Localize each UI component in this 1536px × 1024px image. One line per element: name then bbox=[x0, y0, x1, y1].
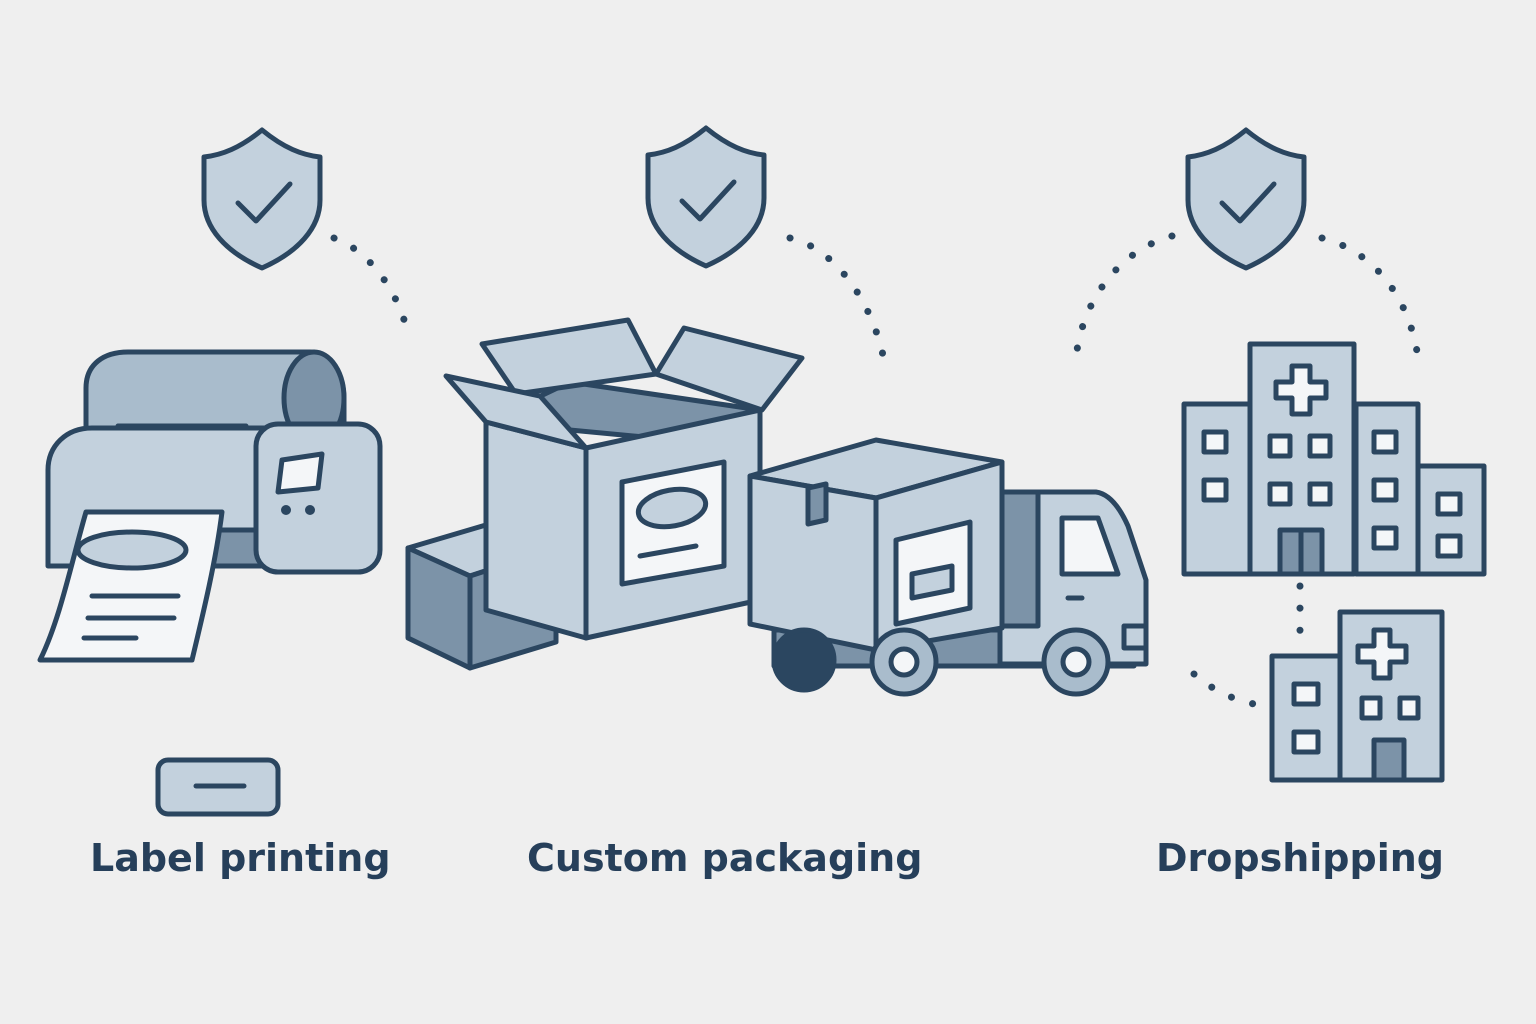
hospital-building-small-icon bbox=[1269, 609, 1445, 783]
dotted-connectors bbox=[330, 232, 1422, 708]
label-printer-icon bbox=[37, 349, 383, 817]
open-box-icon bbox=[443, 317, 805, 641]
shield-check-icon bbox=[1185, 127, 1307, 271]
hospital-building-icon bbox=[1181, 341, 1487, 577]
shield-check-icon bbox=[645, 125, 767, 269]
feature-label-printing: Label printing bbox=[90, 836, 391, 880]
delivery-truck-icon bbox=[747, 437, 1149, 697]
feature-custom-packaging: Custom packaging bbox=[527, 836, 923, 880]
feature-dropshipping: Dropshipping bbox=[1156, 836, 1444, 880]
shield-check-icon bbox=[201, 127, 323, 271]
